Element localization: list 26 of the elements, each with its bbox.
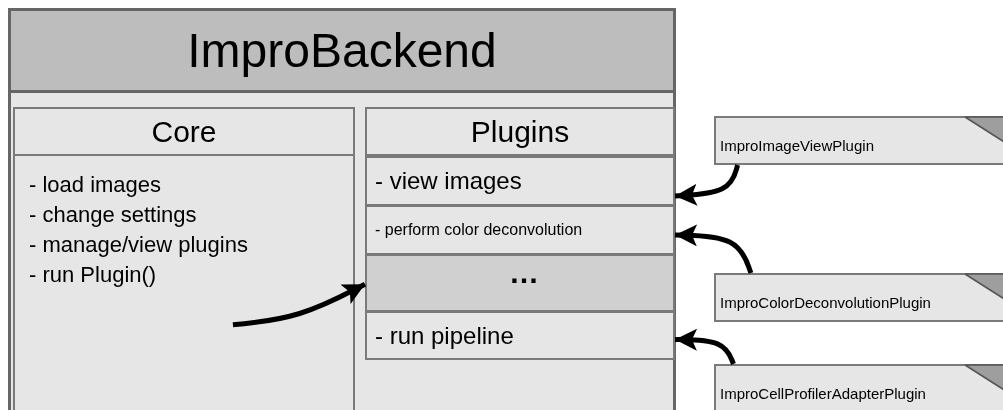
note-box — [714, 364, 1003, 410]
package-box — [8, 8, 676, 410]
method-text: - change settings — [28, 201, 198, 229]
package-title: ImproBackend — [11, 11, 673, 93]
method-text: - run pipeline — [374, 320, 515, 351]
method-text: - view images — [374, 166, 523, 196]
method-text: - manage/view plugins — [28, 231, 249, 259]
method-row — [365, 254, 675, 312]
method-text: - perform color deconvolution — [374, 220, 584, 240]
method-text: - load images — [28, 171, 163, 199]
class-box — [365, 107, 675, 360]
plugin-class-name: ImproCellProfilerAdapterPlugin — [719, 384, 927, 404]
note-box — [714, 273, 1003, 322]
curved-arrow — [674, 328, 736, 365]
class-box — [13, 107, 355, 410]
curved-arrow — [674, 164, 740, 206]
plugin-class-name: ImproImageViewPlugin — [719, 136, 875, 156]
method-text: - run Plugin() — [28, 261, 158, 289]
ellipsis-text: … — [508, 256, 540, 291]
note-box — [714, 116, 1003, 165]
method-row — [365, 205, 675, 255]
method-row — [365, 156, 675, 206]
plugin-class-name: ImproColorDeconvolutionPlugin — [719, 293, 932, 313]
class-title: Core — [15, 109, 353, 156]
curved-arrow — [232, 281, 367, 328]
curved-arrow — [674, 224, 754, 274]
